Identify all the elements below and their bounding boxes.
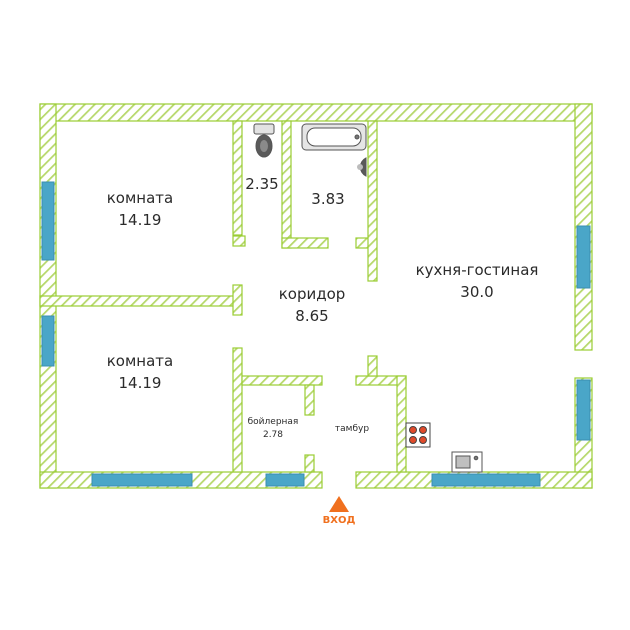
wall-boiler-top (241, 375, 323, 386)
washbasin-icon (357, 157, 367, 177)
window-bottom-3 (431, 473, 541, 487)
wall-vestibule-stub (367, 355, 378, 377)
room-top-area: 14.19 (119, 211, 162, 229)
window-right-lower (576, 379, 591, 441)
wc-area: 2.35 (245, 175, 278, 193)
kitchen-sink-icon (451, 451, 483, 473)
boiler-area: 2.78 (263, 430, 283, 440)
wall-boiler-right-lower (304, 454, 315, 473)
wall-divider-stub (232, 284, 243, 316)
interior-walls (39, 120, 407, 473)
window-left-upper (41, 181, 55, 261)
vestibule-name: тамбур (335, 424, 369, 434)
wall-bath-bottom (281, 237, 329, 249)
wall-boiler-left (232, 347, 243, 473)
window-right-upper (576, 225, 591, 289)
room-bottom-name: комната (107, 352, 173, 370)
window-left-lower (41, 315, 55, 367)
room-top-name: комната (107, 189, 173, 207)
wall-room-divider (39, 295, 241, 307)
stove-icon (405, 422, 431, 448)
wall-top (39, 103, 593, 122)
window-bottom-2 (265, 473, 305, 487)
wall-wc-left-return (232, 235, 246, 247)
kitchen-living-name: кухня-гостиная (416, 261, 539, 279)
wall-vestibule-right (396, 375, 407, 473)
window-bottom-1 (91, 473, 193, 487)
wall-boiler-right (304, 384, 315, 416)
toilet-icon (253, 123, 275, 158)
corridor-name: коридор (279, 285, 346, 303)
bathroom-area: 3.83 (311, 190, 344, 208)
windows (41, 181, 591, 487)
kitchen-living-area: 30.0 (460, 283, 493, 301)
entry-label: ВХОД (323, 515, 356, 526)
bathtub-icon (301, 123, 367, 151)
entry-arrow-icon (329, 496, 349, 512)
wall-bath-right (367, 120, 378, 282)
wall-wc-left (232, 120, 243, 236)
room-bottom-area: 14.19 (119, 374, 162, 392)
corridor-area: 8.65 (295, 307, 328, 325)
wall-wc-bath-divider (281, 120, 292, 249)
boiler-name: бойлерная (248, 417, 299, 427)
